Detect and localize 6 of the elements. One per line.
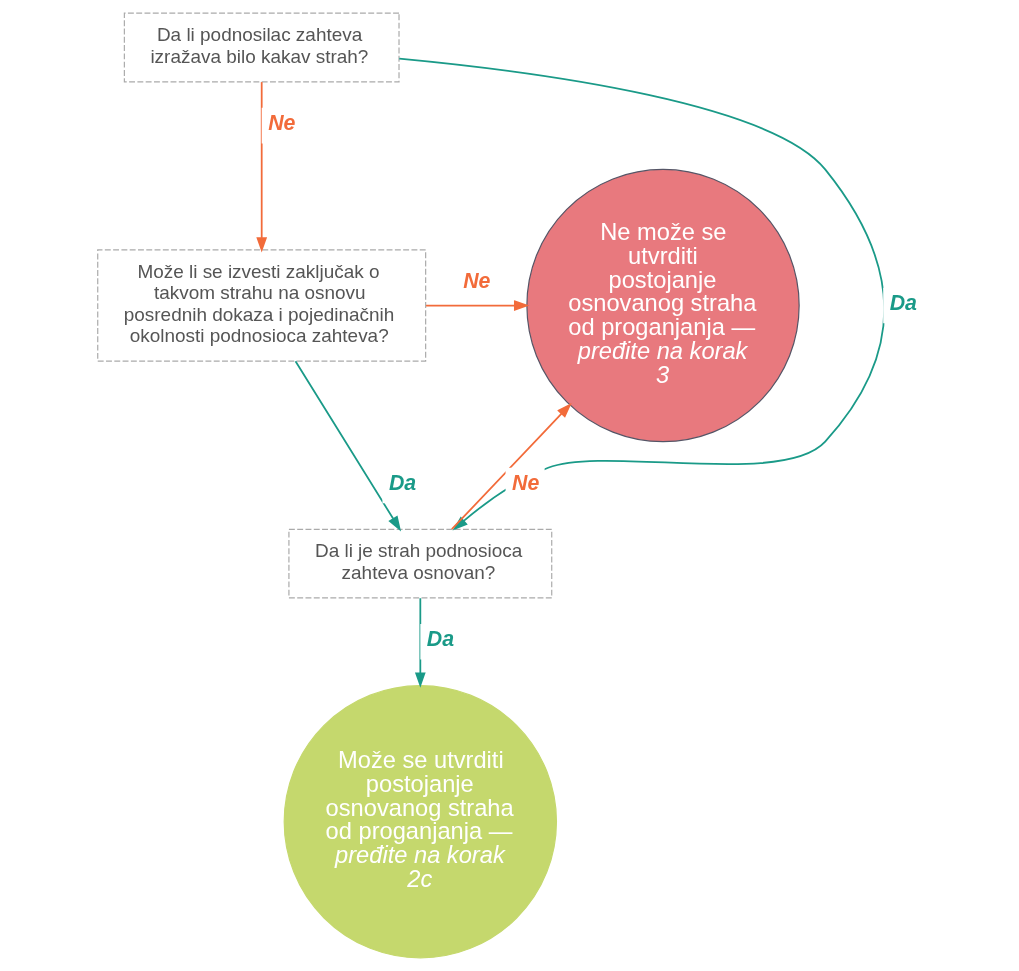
edge-label: Da — [426, 626, 454, 651]
edge-label: Ne — [267, 110, 295, 135]
edge-label: Ne — [462, 269, 490, 294]
edge-label: Da — [388, 470, 416, 495]
edge-label: Da — [889, 290, 917, 315]
edge-label: Ne — [511, 470, 539, 495]
